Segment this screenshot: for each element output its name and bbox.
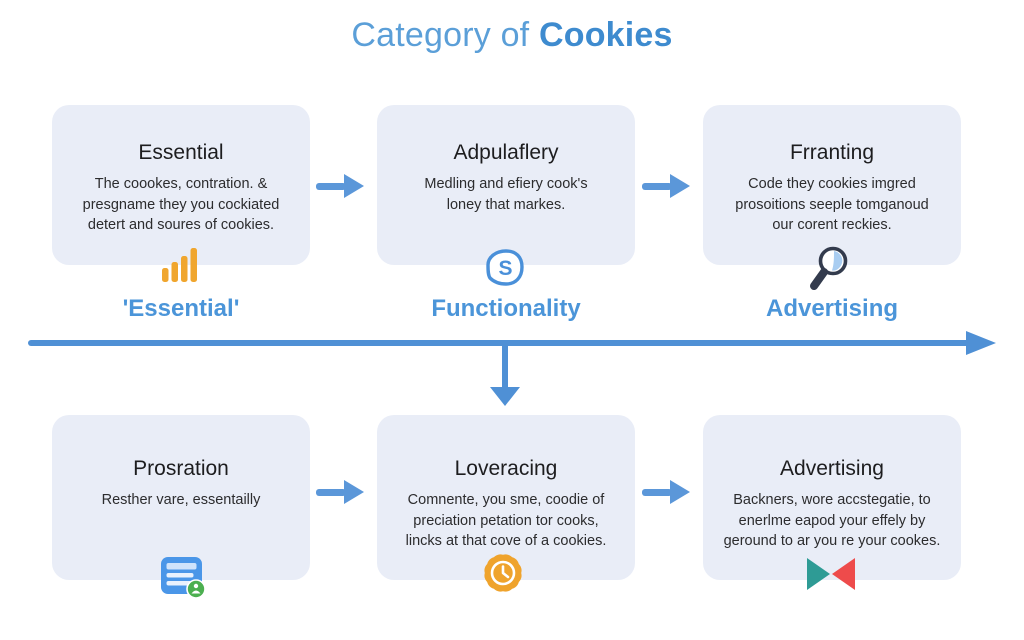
card-body: Comnente, you sme, coodie of preciation … — [405, 492, 607, 550]
connector-arrow — [316, 480, 364, 504]
card-title: Frranting — [789, 141, 875, 164]
timeline-arrow — [28, 340, 973, 346]
s-bubble-icon: S — [485, 248, 525, 295]
card-advertising: Advertising Backners, wore accstegatie, … — [703, 415, 961, 580]
card-title: Adpulaflery — [453, 141, 559, 164]
svg-text:S: S — [498, 257, 512, 280]
connector-arrow — [316, 174, 364, 198]
page-title-bold: Cookies — [538, 16, 673, 54]
bar-chart-icon — [161, 246, 199, 288]
card-body: Medling and efiery cook's loney that mar… — [424, 176, 588, 213]
card-body: Resther vare, essentailly — [101, 492, 261, 508]
form-document-icon — [159, 555, 207, 604]
bowtie-icon — [805, 556, 857, 597]
card-loveracing: Loveracing Comnente, you sme, coodie of … — [377, 415, 635, 580]
card-body: Backners, wore accstegatie, to enerlme e… — [723, 492, 941, 550]
badge-clock-icon — [480, 549, 526, 602]
card-body: Code they cookies imgred prosoitions see… — [735, 176, 929, 234]
card-title: Advertising — [780, 457, 884, 480]
card-adpulaflery: Adpulaflery Medling and efiery cook's lo… — [377, 105, 635, 265]
timeline-arrowhead-icon — [966, 331, 996, 355]
card-essential: Essential The coookes, contration. & pre… — [52, 105, 310, 265]
connector-arrow — [642, 174, 690, 198]
down-arrow — [502, 343, 508, 389]
category-label-functionality: Functionality — [431, 295, 581, 322]
card-body: The coookes, contration. & presgname the… — [82, 176, 280, 234]
card-prosration: Prosration Resther vare, essentailly — [52, 415, 310, 580]
category-label-essential: 'Essential' — [122, 295, 240, 322]
connector-arrow — [642, 480, 690, 504]
down-arrowhead-icon — [490, 387, 520, 406]
card-title: Prosration — [133, 457, 229, 480]
card-title: Essential — [138, 141, 224, 164]
card-title: Loveracing — [454, 457, 558, 480]
page-title-light: Category of — [351, 16, 539, 54]
magnifier-icon — [808, 245, 850, 297]
card-frranting: Frranting Code they cookies imgred proso… — [703, 105, 961, 265]
category-label-advertising: Advertising — [765, 295, 899, 322]
page-title: Category of Cookies — [0, 16, 1024, 55]
